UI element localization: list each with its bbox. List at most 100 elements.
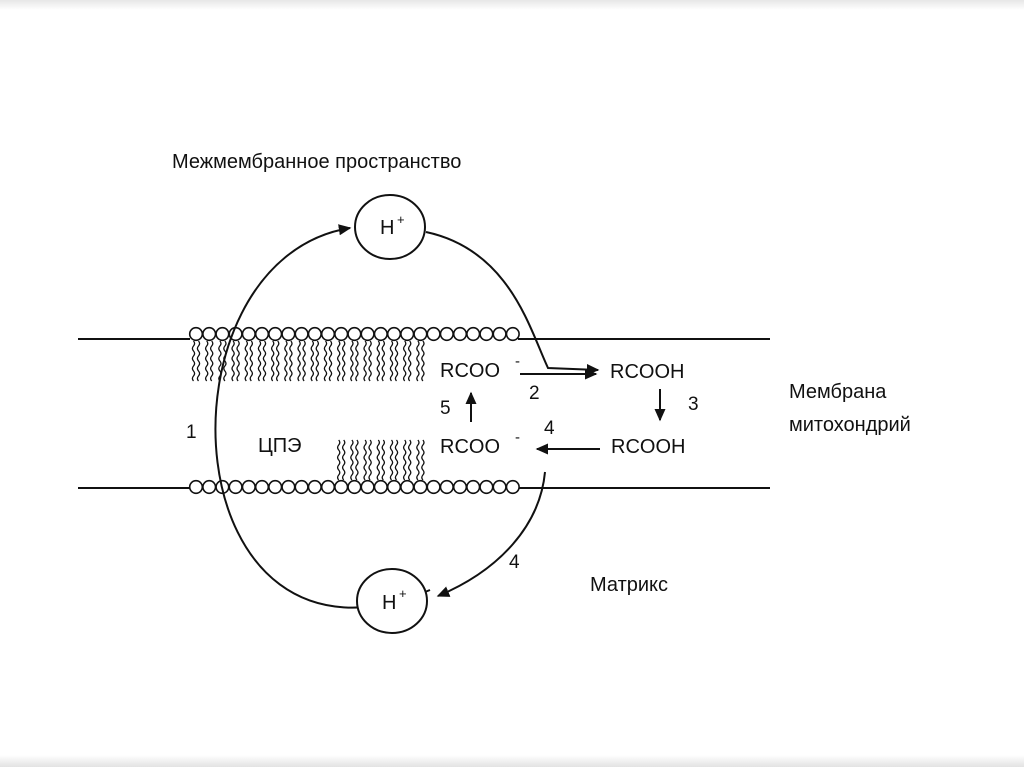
lipid-tail [231, 340, 235, 382]
lipid-tail [416, 439, 420, 481]
intermembrane-space-label: Межмембранное пространство [172, 151, 461, 173]
lipid-head [479, 479, 494, 495]
lipid-head [466, 479, 481, 495]
slide-top-shadow [0, 0, 1024, 10]
lipid-head [400, 326, 415, 342]
lipid-tail [421, 340, 425, 382]
step-5-label: 5 [440, 398, 451, 419]
lipid-head [373, 326, 388, 342]
lipid-tail [323, 340, 328, 382]
membrane-label-line1: Мембрана [789, 381, 887, 403]
proton-bottom-charge: + [399, 586, 407, 601]
proton-cycle-left-arc [214, 224, 431, 609]
proton-return-arc [436, 471, 546, 597]
lipid-tail [204, 340, 209, 382]
lipid-head [386, 479, 402, 495]
lipid-tail [363, 340, 367, 382]
lipid-tail [376, 439, 381, 481]
lipid-head [281, 479, 296, 495]
proton-cycle-right-arc [425, 231, 600, 376]
anion-bottom: RCOO [440, 436, 500, 458]
acid-top: RCOOH [610, 361, 684, 383]
lipid-tail [381, 340, 386, 382]
anion-top-charge: - [515, 353, 520, 370]
lipid-head [439, 479, 454, 495]
lipid-head [241, 479, 256, 495]
lipid-head [452, 479, 468, 495]
lipid-head [281, 326, 296, 342]
lipid-head [202, 479, 217, 495]
anion-top: RCOO [440, 360, 500, 382]
lipid-head [334, 479, 349, 495]
lipid-tail [389, 340, 394, 382]
step-4-matrix-label: 4 [509, 552, 520, 573]
proton-bottom-symbol: H [382, 592, 396, 614]
lipid-tail [407, 439, 412, 481]
lipid-tail [284, 340, 288, 382]
lipid-tail [328, 340, 333, 382]
lipid-tail [196, 340, 201, 382]
proton-top: H + [354, 194, 426, 260]
lipid-head [320, 479, 336, 495]
lipid-tail [376, 340, 381, 382]
matrix-label: Матрикс [590, 574, 668, 596]
lipid-tail [350, 439, 354, 481]
lipid-head [466, 326, 481, 342]
lipid-tail [262, 340, 267, 382]
lipid-tail [350, 340, 354, 382]
lipid-tail [381, 439, 386, 481]
lipid-tail [315, 340, 320, 382]
lipid-head [294, 479, 309, 495]
lipid-head [334, 326, 349, 342]
lipid-head [347, 479, 362, 495]
lipid-tail [257, 340, 262, 382]
anion-bottom-charge: - [515, 429, 520, 446]
lipid-tail [407, 340, 412, 382]
proton-bottom: H + [356, 568, 428, 634]
lipid-head [241, 326, 256, 342]
acid-bottom: RCOOH [611, 436, 685, 458]
lipid-head [202, 326, 217, 342]
lipid-layer-outer [188, 326, 520, 382]
lipid-tail [394, 439, 399, 481]
lipid-head [413, 479, 428, 495]
lipid-head [294, 326, 309, 342]
lipid-tail [236, 340, 240, 382]
lipid-head [320, 326, 336, 342]
lipid-head [268, 326, 283, 342]
lipid-tail [394, 340, 399, 382]
lipid-tail [421, 439, 425, 481]
lipid-tail [209, 340, 214, 382]
lipid-tail [336, 439, 341, 481]
lipid-head [413, 326, 428, 342]
lipid-head [452, 326, 468, 342]
lipid-tail [355, 340, 359, 382]
lipid-head [505, 479, 520, 495]
proton-top-symbol: H [380, 217, 394, 239]
lipid-head [373, 479, 388, 495]
lipid-head [505, 326, 520, 342]
lipid-tail [368, 439, 372, 481]
lipid-head [188, 479, 204, 495]
step-3-label: 3 [688, 394, 699, 415]
lipid-tail [355, 439, 359, 481]
lipid-head [386, 326, 402, 342]
lipid-tail [336, 340, 341, 382]
lipid-tail [302, 340, 306, 382]
lipid-tail [297, 340, 301, 382]
lipid-head [228, 479, 243, 495]
etc-label: ЦПЭ [258, 435, 302, 457]
lipid-tail [402, 340, 407, 382]
lipid-tail [289, 340, 293, 382]
step-4-membrane-label: 4 [544, 418, 555, 439]
lipid-head [400, 479, 415, 495]
lipid-head [360, 326, 375, 342]
lipid-tail [249, 340, 254, 382]
lipid-head [254, 479, 270, 495]
lipid-head [426, 479, 441, 495]
step-2-label: 2 [529, 383, 540, 404]
lipid-tail [389, 439, 394, 481]
lipid-tail [416, 340, 420, 382]
lipid-head [492, 326, 507, 342]
